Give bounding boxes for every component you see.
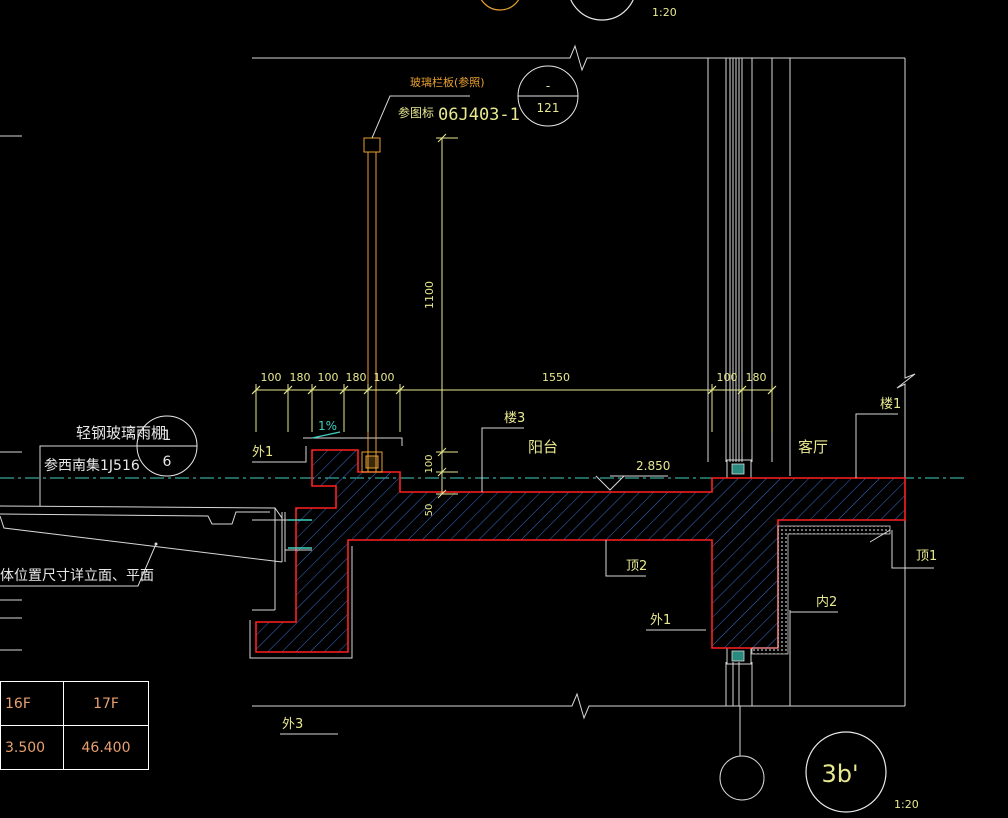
canopy — [0, 505, 312, 611]
dim-1100: 1100 — [423, 281, 436, 309]
canopy-leader — [39, 445, 164, 506]
insulation-layer — [751, 525, 891, 655]
position-note: 体位置尺寸详立面、平面 — [0, 568, 154, 584]
railing-leader — [371, 95, 470, 139]
railing-note: 玻璃栏板(参照) — [410, 75, 485, 89]
dim-100-b: 100 — [318, 371, 339, 384]
dimension-ticks — [251, 385, 777, 395]
detail-id-circle — [805, 731, 887, 813]
dimension-texts: 100 180 100 180 100 1550 100 180 — [261, 371, 767, 384]
room-living: 客厅 — [798, 438, 828, 456]
slope-label: 1% — [318, 419, 337, 433]
dim-180-b: 180 — [346, 371, 367, 384]
detail-id: 3b' — [821, 760, 858, 788]
ref-prefix: 参图标 — [398, 105, 434, 120]
level-header-16f: 16F — [0, 681, 64, 726]
window-sill-inner-bottom — [731, 650, 745, 662]
horizontal-dimension — [255, 384, 773, 432]
window-sill-inner-top — [731, 463, 745, 475]
elevation-value: 2.850 — [636, 459, 670, 473]
top-partial-circle-left — [480, 0, 520, 11]
dim-100-vertical: 100 — [424, 454, 435, 473]
outer-plaster-line — [300, 446, 307, 463]
level-table-value-row: 3.500 46.400 — [0, 725, 149, 770]
dim-180-a: 180 — [290, 371, 311, 384]
finish-lou3: 楼3 — [504, 411, 525, 426]
finish-wai1-left: 外1 — [252, 445, 273, 460]
outer-plaster-line-2 — [249, 546, 353, 659]
canopy-label: 轻钢玻璃雨棚 — [76, 424, 166, 442]
left-edge-ticks — [0, 135, 22, 651]
elevation-symbol — [595, 475, 625, 491]
finish-ding2: 顶2 — [626, 559, 647, 574]
dim-50-vertical: 50 — [424, 504, 435, 517]
axis-circle — [719, 755, 765, 801]
finish-leaders — [252, 413, 934, 735]
finish-nei2: 内2 — [816, 594, 837, 610]
ceiling-slope-line — [869, 529, 891, 543]
level-header-17f: 17F — [63, 681, 149, 726]
railing-callout-top: - — [546, 79, 550, 93]
finish-wai1-bottom: 外1 — [650, 613, 671, 628]
canopy-ref: 参西南集1J516 — [44, 457, 140, 474]
right-break-line — [896, 58, 916, 706]
level-table-header-row: 16F 17F — [0, 681, 149, 726]
level-value-16f: 3.500 — [0, 725, 64, 770]
finish-wai3: 外3 — [282, 717, 303, 732]
room-balcony: 阳台 — [528, 438, 558, 456]
railing-callout-bottom: 121 — [537, 101, 560, 115]
glass-railing — [361, 137, 383, 473]
ref-code: 06J403-1 — [438, 105, 520, 125]
scale-top: 1:20 — [652, 6, 677, 19]
canopy-callout-bottom: 6 — [163, 454, 172, 470]
canopy-brackets — [288, 519, 312, 549]
parapet-cap-line — [303, 437, 403, 446]
finish-lou1: 楼1 — [880, 397, 901, 412]
dim-180-c: 180 — [746, 371, 767, 384]
level-value-17f: 46.400 — [63, 725, 149, 770]
canopy-callout-top: 1 — [163, 428, 172, 444]
bottom-break-line — [252, 692, 905, 720]
slope-arrow — [311, 431, 341, 439]
top-partial-circle-right — [570, 0, 634, 21]
dim-100-c: 100 — [374, 371, 395, 384]
vertical-dimension — [436, 133, 458, 499]
dim-100-a: 100 — [261, 371, 282, 384]
concrete-section — [255, 449, 906, 653]
level-table: 16F 17F 3.500 46.400 — [0, 681, 149, 770]
scale-bottom: 1:20 — [894, 798, 919, 811]
position-note-dot — [154, 542, 158, 546]
dim-1550: 1550 — [542, 371, 570, 384]
finish-ding1: 顶1 — [916, 549, 937, 564]
dim-100-d: 100 — [717, 371, 738, 384]
top-break-line — [252, 44, 905, 72]
position-note-leader — [0, 543, 157, 587]
